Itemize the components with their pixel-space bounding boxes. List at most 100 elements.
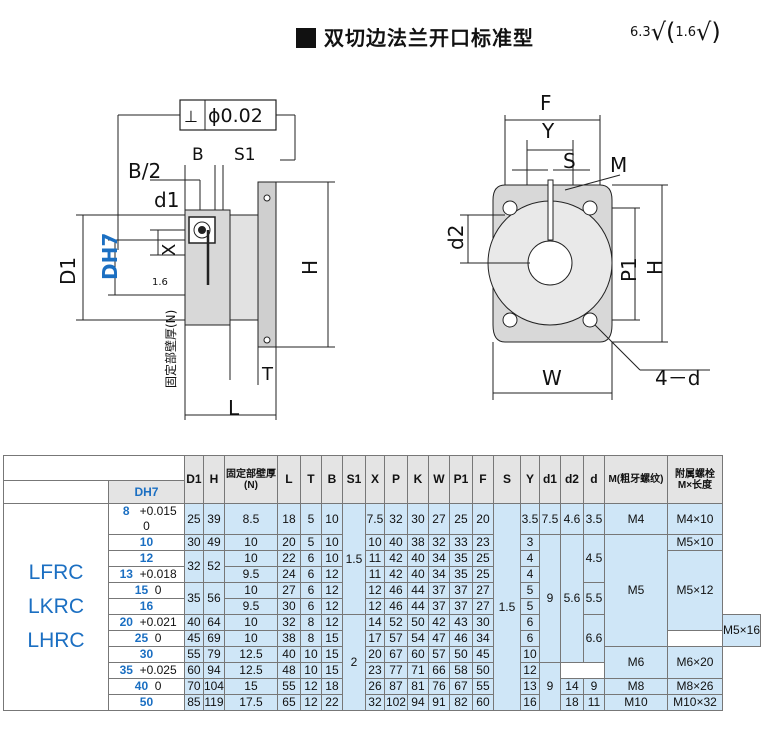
header-F: F: [471, 455, 494, 504]
spec-table: D1 H 固定部壁厚(N) L T B S1 X P K W P1 F S Y …: [3, 455, 761, 711]
title-text: 双切边法兰开口标准型: [324, 26, 534, 50]
tol-upper: +0.018: [139, 567, 177, 581]
cell: 20: [364, 646, 385, 663]
tol-lower: 0: [154, 583, 162, 597]
front-view-labels: F Y S M d2 P1 H W 4－d: [444, 91, 700, 390]
header-K: K: [406, 455, 429, 504]
header-blank: [3, 455, 185, 481]
dh-cell: 13 +0.018: [108, 566, 185, 583]
cell: 10: [320, 503, 343, 535]
cell: M5×12: [666, 550, 723, 631]
cell: 42: [383, 550, 408, 567]
cell: 30: [471, 614, 494, 631]
cell: 87: [383, 678, 408, 695]
cell: 13: [519, 678, 540, 695]
dh-cell: 50: [108, 694, 185, 711]
cell: 94: [406, 694, 429, 711]
dh-cell: 15 0: [108, 582, 185, 599]
cell: 32: [276, 614, 301, 631]
cell: 10: [223, 614, 278, 631]
cell: 9: [538, 662, 561, 711]
label-d1: d1: [154, 188, 179, 212]
label-S1: S1: [234, 145, 256, 165]
cell: 12: [364, 582, 385, 599]
cell: 38: [406, 534, 429, 551]
cell: 5: [299, 534, 322, 551]
dh-value: 13: [119, 567, 133, 581]
cell: 5.6: [559, 534, 584, 663]
cell: 33: [448, 534, 473, 551]
header-S: S: [492, 455, 521, 504]
header-P: P: [383, 455, 408, 504]
label-T: T: [261, 364, 274, 385]
cell: 64: [202, 614, 225, 631]
cell: 40: [406, 566, 429, 583]
cell: 3.5: [582, 503, 605, 535]
label-d2: d2: [444, 225, 468, 250]
cell: 14: [364, 614, 385, 631]
cell: 4: [519, 550, 540, 567]
cell: 1.5: [341, 503, 366, 615]
dh-value: 50: [139, 695, 154, 709]
table-row: 50 85 119 17.5 65 12 22 32 102 94 91 82 …: [4, 694, 761, 711]
cell: 8: [299, 614, 322, 631]
cell: 30: [183, 534, 204, 551]
table-row: 35 +0.025 60 94 12.5 48 10 15 23 77 71 6…: [4, 662, 761, 711]
cell: 10: [320, 534, 343, 551]
cell: 30: [276, 598, 301, 615]
cell: 42: [427, 614, 450, 631]
dh-value: 35: [119, 663, 133, 677]
header-M: M(粗牙螺纹): [603, 455, 668, 504]
cell: 34: [427, 550, 450, 567]
header-X: X: [364, 455, 385, 504]
cell: 20: [276, 534, 301, 551]
cell: 91: [427, 694, 450, 711]
header-blank-2: [3, 480, 109, 504]
cell: 25: [448, 503, 473, 535]
label-H: H: [298, 260, 322, 275]
check-icon-2: √: [696, 18, 712, 46]
cell: 52: [202, 550, 225, 583]
label-wall: 固定部壁厚(N): [163, 310, 178, 388]
cell: 40: [183, 614, 204, 631]
roughness-b: 1.6: [675, 25, 697, 40]
cell: 37: [448, 582, 473, 599]
cell: 32: [383, 503, 408, 535]
cell: 37: [427, 582, 450, 599]
label-Y: Y: [541, 119, 555, 143]
label-D1: D1: [56, 257, 80, 285]
cell: 7.5: [538, 503, 561, 535]
cell: 34: [471, 630, 494, 647]
cell: 12.5: [223, 662, 278, 679]
label-X: X: [159, 244, 180, 256]
label-F: F: [540, 91, 552, 115]
cell: 9.5: [223, 598, 278, 615]
header-d: d: [582, 455, 605, 504]
label-L: L: [228, 396, 240, 420]
cell: M5×16: [721, 614, 761, 647]
cell: 66: [427, 662, 450, 679]
header-d2: d2: [559, 455, 584, 504]
cell: 42: [383, 566, 408, 583]
table-row: 10 30 49 10 20 5 10 10 40 38 32 33 23 3 …: [4, 534, 761, 663]
cell: 5: [299, 503, 322, 535]
dh-value: 40: [134, 679, 149, 693]
cell: 4.6: [559, 503, 584, 535]
cell: 77: [383, 662, 408, 679]
cell: 35: [448, 550, 473, 567]
cell: 20: [471, 503, 494, 535]
cell: 11: [582, 694, 605, 711]
cell: 10: [299, 646, 322, 663]
cell: 18: [559, 694, 584, 711]
cell: 60: [406, 646, 429, 663]
cell: 25: [183, 503, 204, 535]
cell: 4.5: [582, 534, 605, 583]
tol-lower: 0: [154, 631, 162, 645]
label-B: B: [192, 145, 204, 165]
cell: 79: [202, 646, 225, 663]
label-P1: P1: [617, 257, 641, 282]
cell: 27: [471, 598, 494, 615]
cell: 22: [276, 550, 301, 567]
